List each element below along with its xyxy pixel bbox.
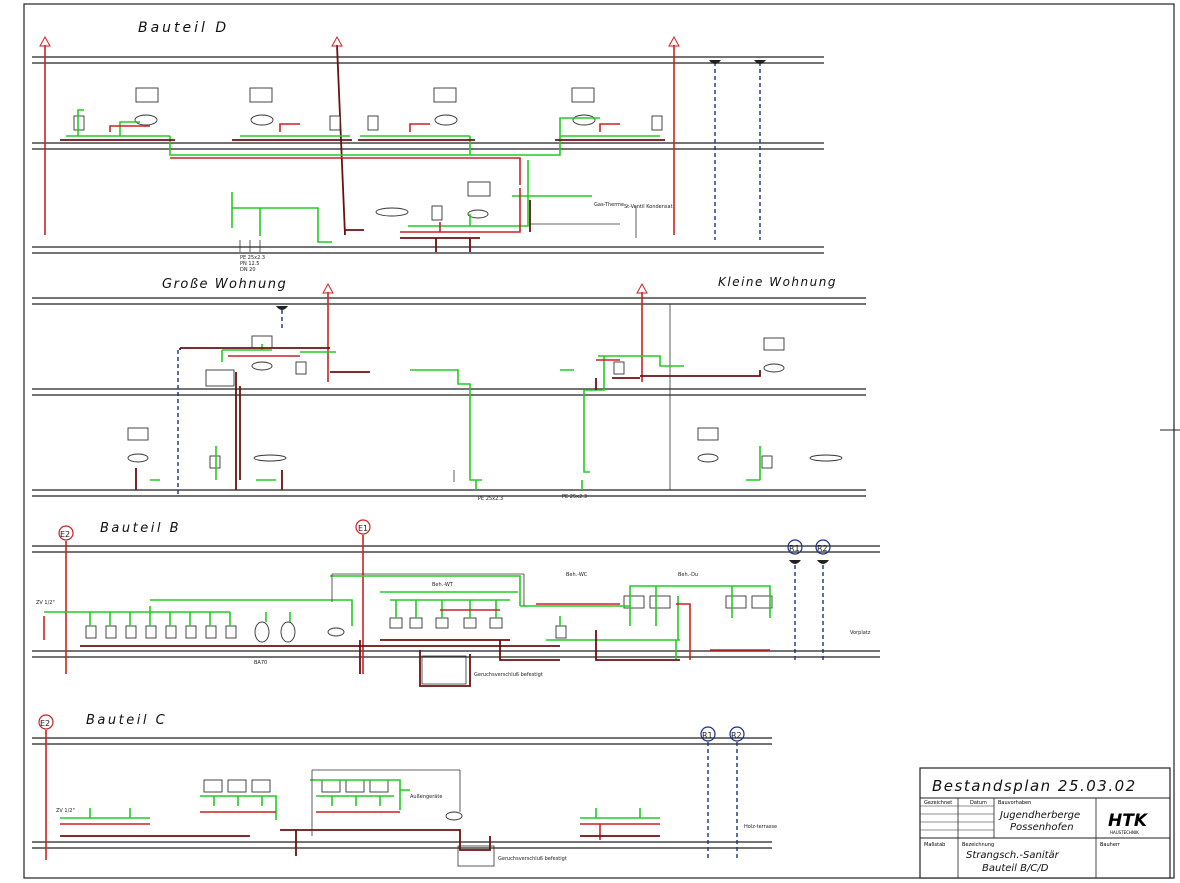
marker-r2-b — [815, 539, 831, 555]
annotation-aussengeraete: Außengeräte — [410, 794, 442, 800]
title-block-bauvorhaben: Bauvorhaben — [998, 800, 1031, 806]
marker-r1-b-label: R1 — [789, 544, 800, 553]
section-bauteil-c: Bauteil C E2 R1 R2 Außengeräte Geruchsve… — [32, 713, 777, 867]
section-title-grosse-wohnung: Große Wohnung — [162, 277, 287, 292]
annotation-holzterrasse: Holz-terrasse — [744, 824, 777, 830]
annotation-beh-du: Beh.-Du — [678, 572, 698, 578]
annotation-geruchsverschluss-b: Geruchsverschluß befestigt — [474, 672, 543, 678]
marker-r1-c — [700, 726, 716, 742]
annotation-vorplatz: Vorplatz — [850, 630, 871, 636]
section-title-bauteil-d: Bauteil D — [138, 20, 229, 36]
section-bauteil-b: Bauteil B E2 E1 R1 R2 — [32, 519, 880, 687]
marker-r2-b-label: R2 — [817, 544, 828, 553]
annotation-ba70-b: BA70 — [254, 660, 267, 666]
annotation-gas-therme: Gas-Therme — [594, 202, 624, 208]
marker-e1-b-label: E1 — [358, 524, 368, 533]
marker-r1-b — [787, 539, 803, 555]
annotation-st-ventil: St-Ventil Kondensat — [624, 204, 673, 210]
section-title-kleine-wohnung: Kleine Wohnung — [718, 275, 837, 289]
title-block-desc-line2: Bauteil B/C/D — [982, 863, 1049, 874]
section-wohnungen: Große Wohnung Kleine Wohnung — [32, 275, 866, 502]
marker-e2-b — [58, 525, 74, 541]
title-block-desc-line1: Strangsch.-Sanitär — [966, 850, 1060, 861]
annotation-zv-c: ZV 1/2" — [56, 808, 75, 814]
title-block-datum: Datum — [970, 800, 987, 806]
annotation-geruchsverschluss-c: Geruchsverschluß befestigt — [498, 856, 567, 862]
annotation-beh-wc: Beh.-WC — [566, 572, 588, 578]
annotation-pe-spec-line2: PN 12.5 — [240, 261, 259, 267]
annotation-pe-spec-kw: PE 25x2.3 — [562, 494, 587, 500]
title-block-massstab: Maßstab — [924, 842, 945, 848]
title-block-gezeichnet: Gezeichnet — [924, 800, 952, 806]
title-block-bezeichnung: Bezeichnung — [962, 842, 994, 848]
marker-e1-b — [355, 519, 371, 535]
section-title-bauteil-c: Bauteil C — [86, 713, 167, 728]
title-block-title: Bestandsplan 25.03.02 — [932, 777, 1137, 795]
htk-logo: HTK — [1108, 811, 1149, 831]
annotation-zv-b: ZV 1/2" — [36, 600, 55, 606]
section-bauteil-d: Bauteil D — [32, 20, 824, 273]
annotation-beh-wt: Beh.-WT — [432, 582, 454, 588]
marker-r2-c — [729, 726, 745, 742]
annotation-pe-spec-line1: PE 25x2.3 — [240, 255, 265, 261]
title-block-project-line2: Possenhofen — [1010, 822, 1074, 833]
marker-e2-b-label: E2 — [60, 530, 70, 539]
section-title-bauteil-b: Bauteil B — [100, 521, 181, 536]
marker-r1-c-label: R1 — [702, 731, 713, 740]
title-block-project-line1: Jugendherberge — [998, 810, 1080, 821]
marker-r2-c-label: R2 — [731, 731, 742, 740]
sheet-border — [23, 3, 1175, 879]
marker-e2-c-label: E2 — [40, 719, 50, 728]
marker-e2-c — [38, 714, 54, 730]
annotation-pe-spec-line3: DN 20 — [240, 267, 256, 273]
title-block-bauherr: Bauherr — [1100, 842, 1121, 848]
title-block: Bestandsplan 25.03.02 Gezeichnet Datum B… — [919, 767, 1171, 879]
htk-logo-sub: HAUSTECHNIK — [1110, 830, 1139, 835]
annotation-pe-spec-gw: PE 25x2.3 — [478, 496, 503, 502]
